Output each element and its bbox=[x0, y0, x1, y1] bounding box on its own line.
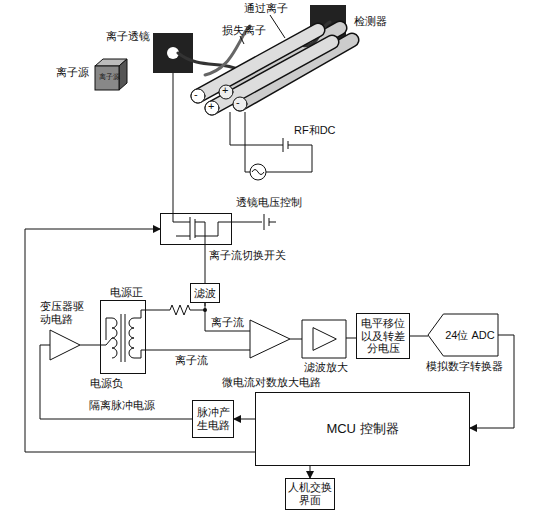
part-label: 透镜电压控制 bbox=[236, 196, 302, 209]
ion-source bbox=[95, 59, 127, 90]
lens-wire bbox=[173, 73, 174, 213]
transformer-symbol bbox=[100, 310, 146, 362]
signal-wire bbox=[290, 339, 302, 340]
node-label: 滤波放大 bbox=[304, 361, 360, 374]
node-label: 变压器驱动电路 bbox=[40, 300, 90, 325]
shape-outline bbox=[50, 330, 80, 360]
node-text-area: 滤波 bbox=[191, 284, 219, 302]
process-box: 电平移位以及转差分电压 bbox=[356, 313, 410, 359]
part-label: 电源正 bbox=[110, 286, 143, 299]
part-label: RF和DC bbox=[294, 124, 336, 137]
signal-wire bbox=[40, 345, 192, 419]
ion-lens bbox=[153, 33, 193, 73]
node-label: 脉冲产生电路 bbox=[195, 406, 231, 431]
switch-symbol bbox=[173, 213, 276, 245]
node-label: 模拟数字转换器 bbox=[426, 360, 510, 373]
leader-line bbox=[240, 36, 244, 44]
part-label: 离子源 bbox=[99, 73, 120, 81]
node-text-area: 脉冲产生电路 bbox=[193, 401, 233, 437]
box-outline bbox=[302, 320, 346, 358]
signal-wire bbox=[80, 345, 100, 346]
resistor-symbol bbox=[146, 305, 205, 315]
part-label: 电源负 bbox=[90, 377, 123, 390]
shape-outline bbox=[250, 320, 290, 358]
polarity-sign: + bbox=[222, 84, 228, 97]
shape-outline bbox=[302, 320, 346, 358]
node-label: 滤波 bbox=[194, 287, 216, 300]
node-label: 离子流切换开关 bbox=[209, 249, 301, 262]
polarity-sign: - bbox=[236, 96, 240, 109]
polarity-sign: - bbox=[194, 88, 198, 101]
amplifier-symbol: 滤波放大 bbox=[302, 320, 346, 358]
polarity-sign: + bbox=[208, 100, 214, 113]
amplifier-symbol: 变压器驱动电路 bbox=[50, 330, 80, 360]
quadrupole-rods bbox=[178, 22, 352, 115]
process-box: 隔离脉冲电源 bbox=[100, 300, 146, 374]
node-label: MCU 控制器 bbox=[326, 422, 398, 437]
signal-wire bbox=[25, 229, 255, 452]
part-label: 损失离子 bbox=[222, 24, 266, 37]
node-text-area: 24位 ADC bbox=[442, 314, 498, 356]
triangle-outline bbox=[50, 330, 80, 360]
node-label: 人机交换界面 bbox=[288, 481, 332, 506]
amplifier-symbol: 微电流对数放大电路 bbox=[250, 320, 290, 358]
signal-wire bbox=[310, 466, 311, 478]
node-text-area: 人机交换界面 bbox=[286, 479, 334, 509]
node-text-area: MCU 控制器 bbox=[256, 393, 469, 465]
process-box: 离子流切换开关 bbox=[160, 213, 232, 245]
triangle-outline bbox=[313, 328, 336, 351]
part-label: 离子源 bbox=[56, 66, 89, 79]
node-label: 电平移位以及转差分电压 bbox=[359, 317, 407, 355]
node-text-area: 电平移位以及转差分电压 bbox=[357, 314, 409, 358]
node-label: 微电流对数放大电路 bbox=[222, 376, 326, 389]
process-box: 脉冲产生电路 bbox=[192, 400, 234, 438]
node-label: 隔离脉冲电源 bbox=[89, 399, 173, 412]
adc-symbol: 24位 ADC模拟数字转换器 bbox=[428, 314, 498, 356]
signal-label: 离子流 bbox=[210, 316, 245, 329]
signal-wire bbox=[410, 336, 428, 337]
signal-wire bbox=[234, 419, 255, 420]
triangle-outline bbox=[250, 320, 290, 358]
part-label: 检测器 bbox=[354, 15, 387, 28]
signal-wire bbox=[346, 338, 356, 339]
process-box: 滤波 bbox=[190, 283, 220, 303]
pentagon-outline bbox=[428, 314, 498, 356]
signal-wire bbox=[146, 350, 250, 351]
signal-label: 离子流 bbox=[174, 354, 209, 367]
process-box: MCU 控制器 bbox=[255, 392, 470, 466]
signal-wire bbox=[470, 335, 514, 428]
leader-line bbox=[270, 15, 285, 38]
signal-wire bbox=[205, 303, 250, 331]
part-label: 离子透镜 bbox=[106, 30, 150, 43]
rf-dc-circuit bbox=[230, 112, 312, 180]
process-box: 人机交换界面 bbox=[285, 478, 335, 510]
node-label: 24位 ADC bbox=[445, 329, 495, 342]
part-label: 通过离子 bbox=[244, 2, 288, 15]
signal-wire bbox=[205, 245, 206, 283]
